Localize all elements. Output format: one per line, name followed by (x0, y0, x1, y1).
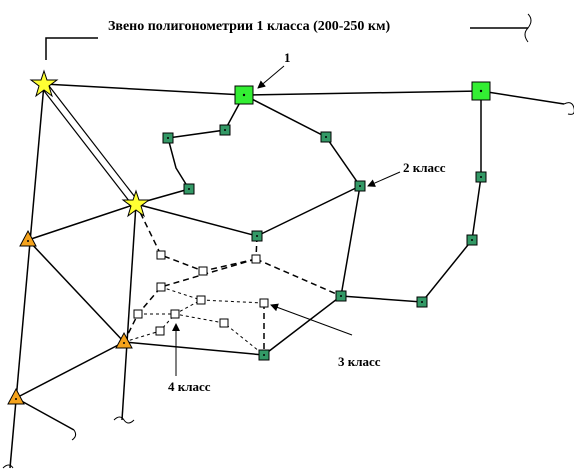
label-class3-arrow (270, 303, 353, 336)
class4-traverse-lines (123, 286, 265, 356)
class3-point (156, 282, 166, 292)
class3-point (259, 298, 269, 308)
triangle-icon (7, 387, 25, 405)
triangle-icon (115, 331, 133, 349)
class4-point (155, 326, 165, 336)
class2-traverse-lines (135, 91, 482, 356)
label-class4: 4 класс (168, 379, 211, 394)
triangulation-lines (9, 83, 565, 469)
diagram-title: Звено полигонометрии 1 класса (200-250 к… (108, 19, 391, 34)
title-bracket-left (45, 37, 98, 60)
star-icon (121, 189, 151, 218)
break-mark-top-right (524, 13, 532, 43)
label-1-arrow (257, 65, 285, 89)
class3-4-points (133, 250, 269, 336)
class4-point (219, 318, 229, 328)
class2-point-centers (167, 129, 482, 356)
triangulation-triangles (7, 229, 133, 405)
break-marks (2, 102, 574, 469)
class3-point (156, 250, 166, 260)
class3-point (133, 309, 143, 319)
label-class2-arrow (367, 171, 401, 187)
star-icon (29, 69, 59, 98)
class4-point (170, 309, 180, 319)
class1-points (234, 81, 491, 105)
class4-point (196, 295, 206, 305)
triangle-icon (19, 229, 37, 247)
label-class2: 2 класс (403, 160, 446, 175)
double-link-line (40, 81, 139, 207)
label-1: 1 (284, 50, 291, 65)
class3-point (198, 266, 208, 276)
class3-point (251, 254, 261, 264)
label-class3: 3 класс (338, 354, 381, 369)
triangulation-stars (29, 69, 151, 218)
